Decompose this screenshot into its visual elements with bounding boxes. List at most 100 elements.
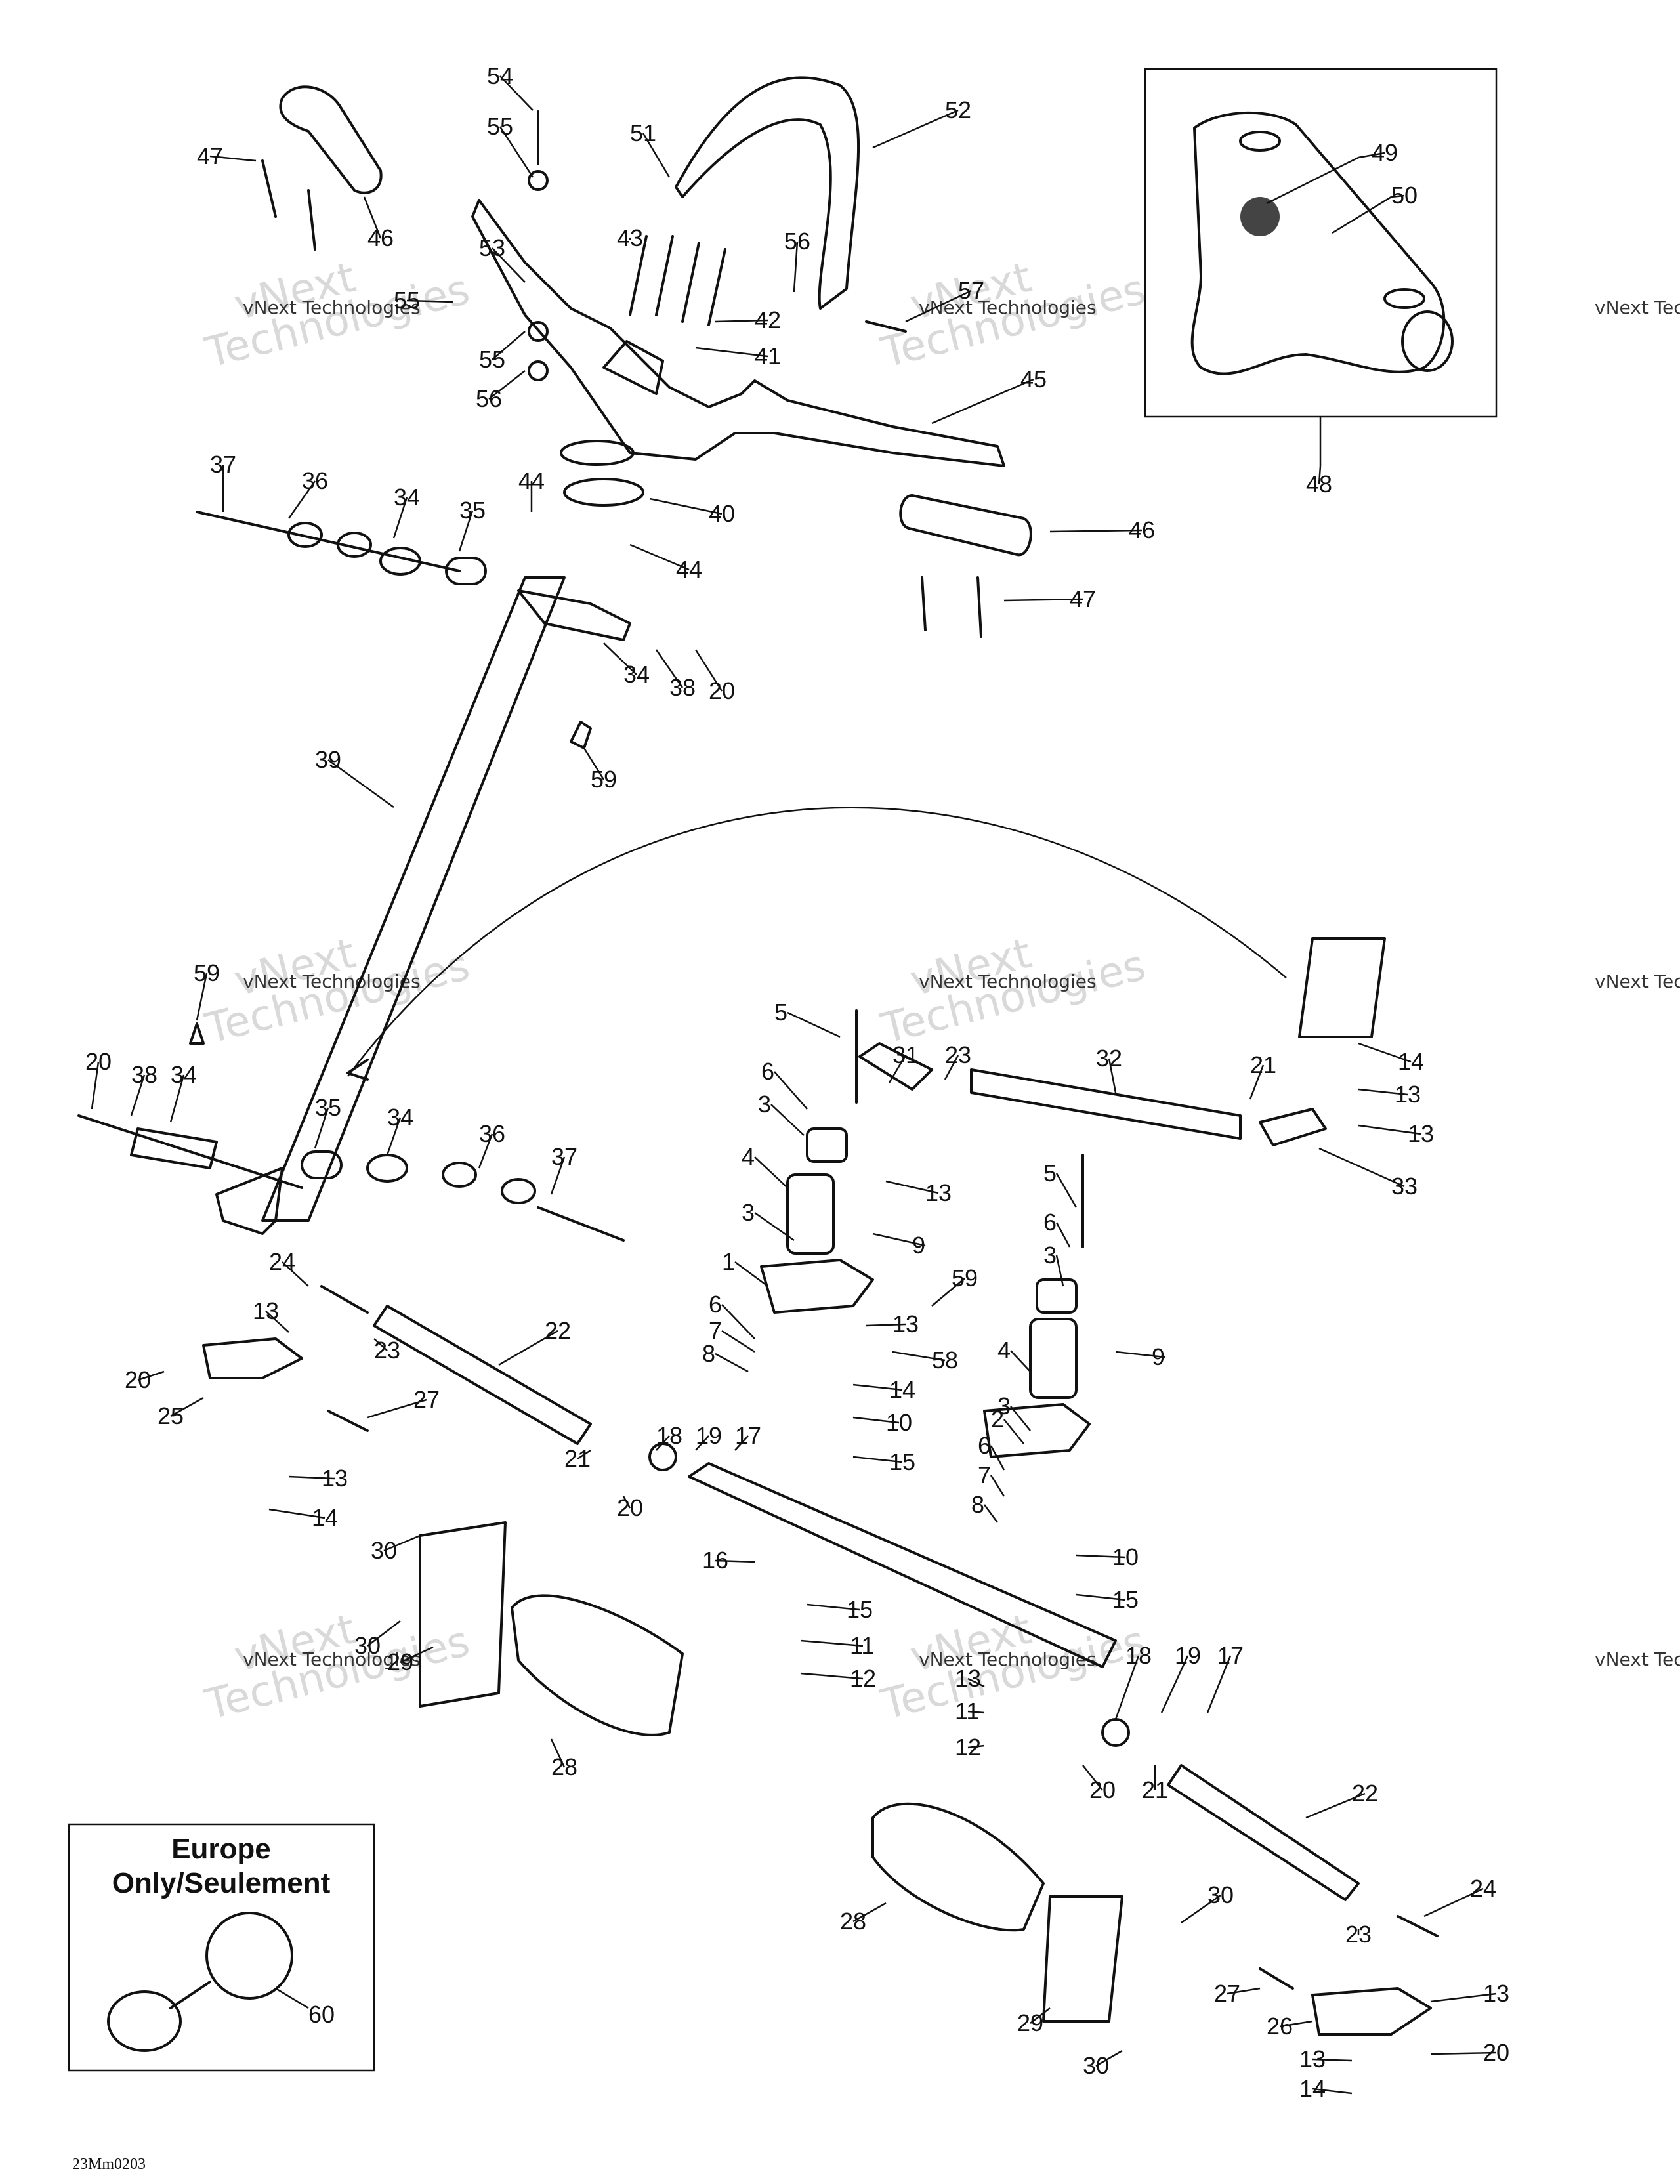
bolts-43 bbox=[629, 235, 726, 326]
callout-24: 24 bbox=[1470, 1875, 1496, 1902]
leader-19 bbox=[1160, 1655, 1189, 1713]
washer-55 bbox=[528, 170, 549, 191]
callout-8: 8 bbox=[702, 1340, 715, 1367]
callout-11: 11 bbox=[955, 1698, 979, 1725]
leader-39 bbox=[327, 759, 394, 808]
leader-20 bbox=[622, 1496, 631, 1509]
leader-59 bbox=[931, 1278, 965, 1307]
leader-8 bbox=[983, 1504, 999, 1523]
leader-34 bbox=[169, 1074, 185, 1123]
callout-36: 36 bbox=[479, 1120, 505, 1147]
leader-13 bbox=[866, 1323, 906, 1327]
leader-14 bbox=[852, 1383, 903, 1391]
leader-3 bbox=[1055, 1255, 1064, 1287]
callout-6: 6 bbox=[761, 1058, 774, 1085]
leader-49 bbox=[1266, 156, 1359, 205]
leader-10 bbox=[852, 1416, 900, 1424]
leader-13 bbox=[265, 1311, 289, 1333]
horn-neck bbox=[169, 1981, 211, 2009]
leader-55 bbox=[492, 331, 526, 360]
cross-bar-16 bbox=[688, 1462, 1117, 1668]
bolt-27-left bbox=[327, 1410, 369, 1432]
leader-24 bbox=[1423, 1887, 1484, 1918]
leader-55 bbox=[406, 299, 453, 303]
leader-40 bbox=[649, 497, 723, 515]
horn-bulb bbox=[205, 1912, 293, 2000]
rivet-47d bbox=[976, 576, 982, 638]
callout-17: 17 bbox=[1217, 1642, 1244, 1669]
leader-38 bbox=[655, 649, 684, 688]
callout-3: 3 bbox=[742, 1199, 755, 1226]
leader-9 bbox=[1115, 1351, 1166, 1358]
leader-24 bbox=[282, 1261, 309, 1287]
clip-59-upper bbox=[570, 721, 592, 749]
leader-6 bbox=[990, 1445, 1005, 1471]
leader-5 bbox=[787, 1011, 841, 1038]
leader-23 bbox=[373, 1338, 388, 1351]
watermark-caption-6: vNext Technologies bbox=[919, 1648, 1097, 1670]
callout-49: 49 bbox=[1372, 139, 1398, 166]
leader-13 bbox=[885, 1180, 939, 1194]
tie-rod-22-right bbox=[1167, 1764, 1360, 1901]
europe-inset-frame bbox=[68, 1823, 375, 2072]
leader-42 bbox=[715, 319, 768, 323]
leader-22 bbox=[1305, 1792, 1366, 1819]
leader-21 bbox=[577, 1449, 591, 1460]
figure-code: 23Mm0203 bbox=[72, 2156, 146, 2173]
steering-column bbox=[77, 511, 1287, 1242]
callout-3: 3 bbox=[998, 1393, 1011, 1419]
rivet-47c bbox=[921, 576, 927, 631]
leader-6 bbox=[1055, 1222, 1071, 1248]
watermark-caption-5: vNext Technologies bbox=[243, 1648, 421, 1670]
upper-link-34 bbox=[379, 547, 421, 576]
upper-link-36a bbox=[287, 522, 323, 548]
spacer-4b bbox=[1029, 1318, 1078, 1399]
leader-29 bbox=[1030, 2007, 1051, 2024]
callout-50: 50 bbox=[1391, 182, 1418, 209]
callout-19: 19 bbox=[1175, 1642, 1201, 1669]
grip-right bbox=[899, 494, 1032, 556]
callout-31: 31 bbox=[892, 1041, 919, 1068]
leader-12 bbox=[800, 1672, 864, 1680]
watermark-caption-3: vNext Technologies bbox=[243, 971, 421, 992]
europe-inset-title-2: Only/Seulement bbox=[112, 1867, 331, 1899]
leader-15 bbox=[1076, 1593, 1126, 1601]
handle-body bbox=[1190, 111, 1446, 375]
boot-28-left bbox=[511, 1594, 684, 1736]
leader-57 bbox=[905, 289, 972, 323]
leader-16 bbox=[715, 1559, 755, 1563]
callout-37: 37 bbox=[551, 1143, 578, 1170]
leader-18 bbox=[1114, 1655, 1140, 1720]
leader-51 bbox=[642, 133, 671, 178]
leader-36 bbox=[478, 1133, 494, 1169]
leader-13 bbox=[1358, 1124, 1421, 1135]
leader-54 bbox=[499, 75, 534, 111]
horn-bell bbox=[107, 1990, 182, 2052]
leader-44 bbox=[629, 543, 690, 571]
leader-20 bbox=[1430, 2051, 1497, 2055]
callout-47: 47 bbox=[197, 142, 223, 169]
callout-39: 39 bbox=[315, 746, 341, 773]
column-base bbox=[215, 1167, 284, 1235]
bolt-27-right bbox=[1259, 1967, 1294, 1990]
watermark-caption-2: vNext Technologies bbox=[919, 297, 1097, 318]
leader-7 bbox=[990, 1475, 1005, 1497]
leader-30 bbox=[383, 1534, 421, 1552]
leader-26 bbox=[1279, 2020, 1313, 2028]
leader-37 bbox=[550, 1156, 566, 1195]
callout-4: 4 bbox=[742, 1143, 755, 1170]
lower-link-36b bbox=[501, 1178, 536, 1204]
leader-59 bbox=[196, 973, 208, 1021]
callout-leaders bbox=[91, 75, 1497, 2095]
leader-29 bbox=[400, 1646, 434, 1664]
callout-60: 60 bbox=[308, 2001, 335, 2028]
rod-end-33 bbox=[1259, 1108, 1327, 1146]
spacer-35 bbox=[445, 556, 487, 585]
clip-59-lower bbox=[189, 1022, 205, 1045]
leader-28 bbox=[550, 1738, 566, 1768]
leader-4 bbox=[1010, 1350, 1031, 1372]
leader-11 bbox=[800, 1639, 864, 1647]
callout-57: 57 bbox=[958, 277, 984, 304]
callout-22: 22 bbox=[1352, 1780, 1378, 1807]
